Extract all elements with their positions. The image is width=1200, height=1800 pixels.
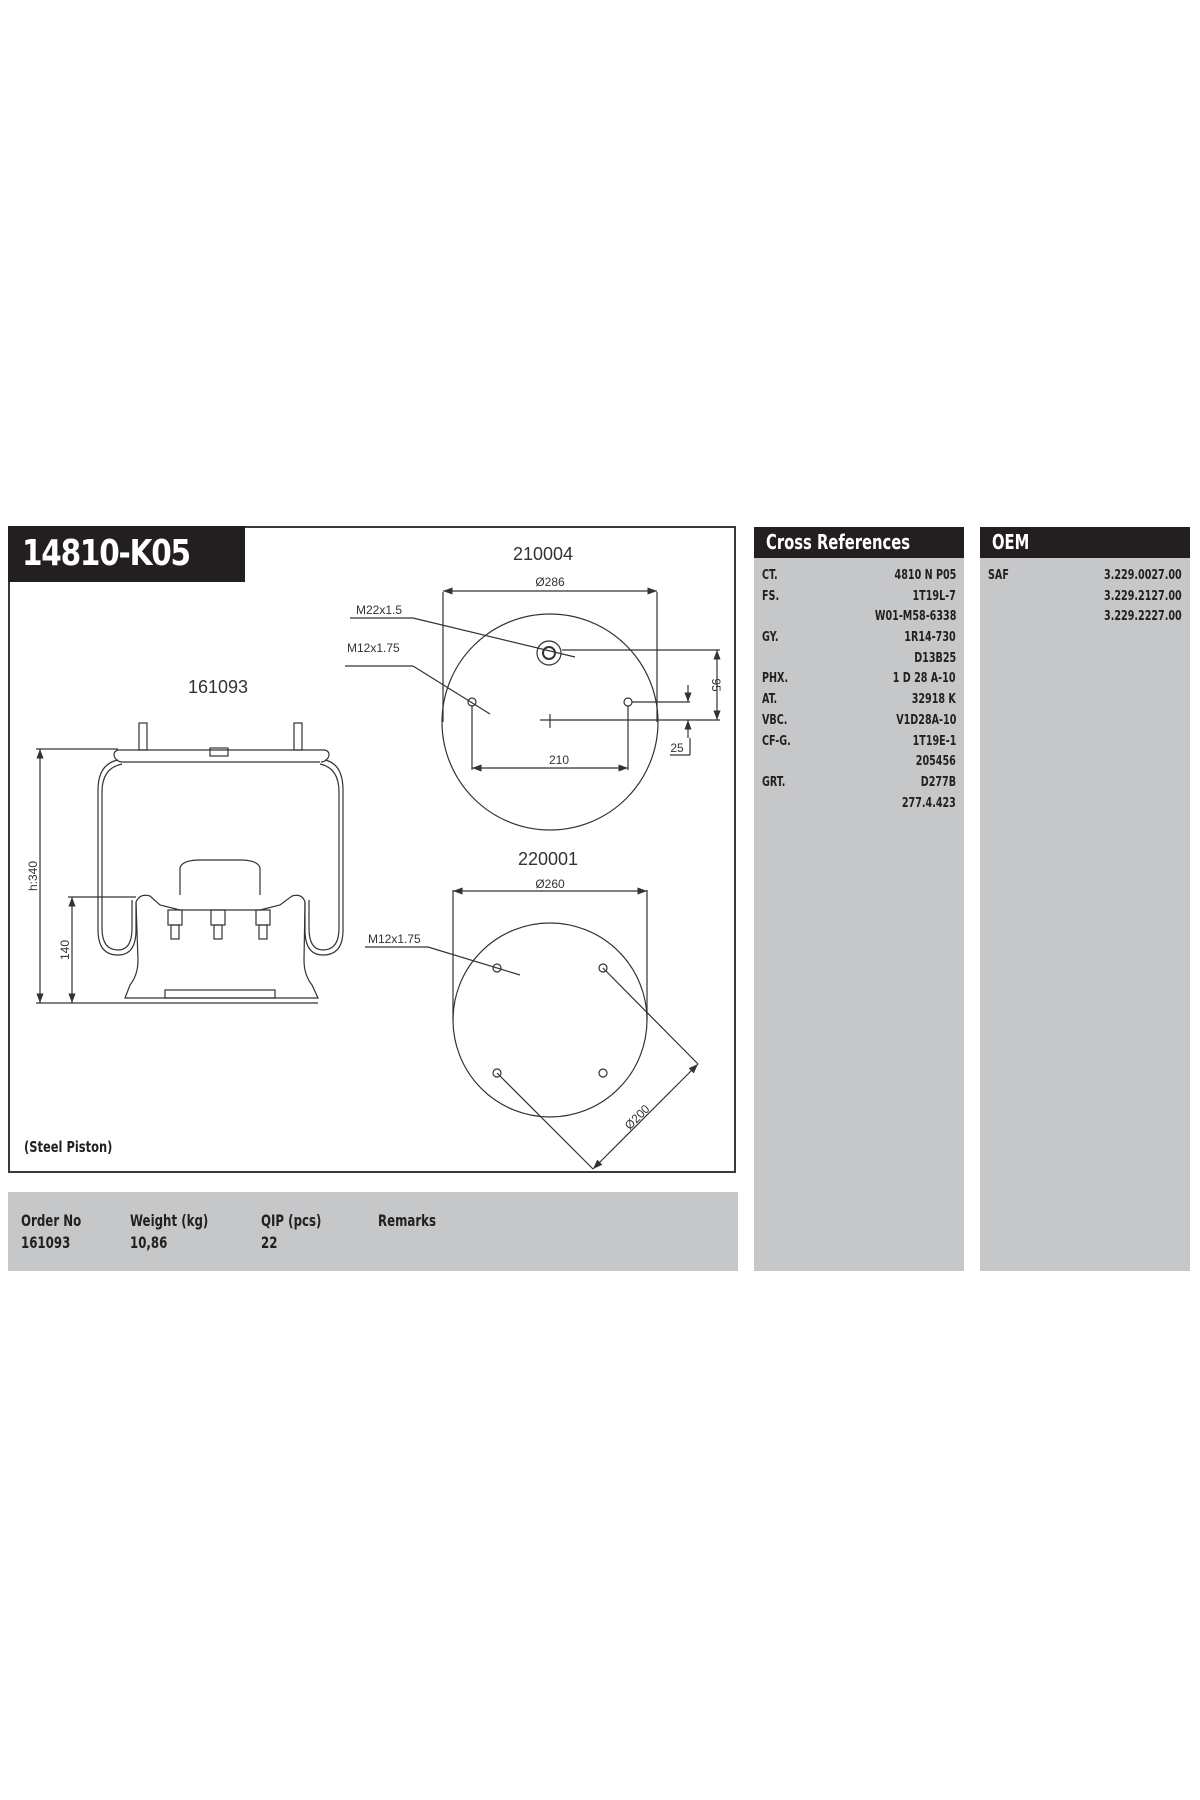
cross-references-panel: Cross References CT.4810 N P05 FS.1T19L-…: [754, 527, 964, 1271]
list-item: W01-M58-6338: [874, 609, 956, 625]
list-item: D13B25: [914, 650, 956, 666]
list-item: CF-G.1T19E-1: [762, 733, 956, 749]
spec-order-no: Order No 161093: [21, 1210, 94, 1254]
cross-references-header: Cross References: [754, 527, 964, 558]
list-item: 3.229.2227.00: [1104, 609, 1182, 625]
spec-header: QIP (pcs): [261, 1211, 322, 1230]
spec-header: Order No: [21, 1211, 82, 1230]
part-number-title: 14810-K05: [8, 526, 245, 582]
spec-value: 10,86: [130, 1233, 168, 1252]
spec-value: 161093: [21, 1233, 71, 1252]
spec-qip: QIP (pcs) 22: [261, 1210, 335, 1254]
cross-references-list: CT.4810 N P05 FS.1T19L-7 W01-M58-6338 GY…: [754, 558, 964, 814]
list-item: AT.32918 K: [762, 692, 956, 708]
list-item: CT.4810 N P05: [762, 568, 956, 583]
drawing-frame: [8, 526, 736, 1173]
list-item: VBC.V1D28A-10: [762, 712, 956, 728]
part-number: 14810-K05: [22, 533, 191, 574]
spec-weight: Weight (kg) 10,86: [130, 1210, 225, 1254]
spec-remarks: Remarks: [378, 1210, 449, 1232]
piston-note: (Steel Piston): [24, 1138, 113, 1156]
spec-header: Remarks: [378, 1211, 437, 1230]
list-item: GY.1R14-730: [762, 630, 956, 646]
list-item: 277.4.423: [901, 795, 956, 811]
spec-header: Weight (kg): [130, 1211, 209, 1230]
list-item: 205456: [915, 754, 956, 770]
spec-value: 22: [261, 1233, 278, 1252]
spec-bar: Order No 161093 Weight (kg) 10,86 QIP (p…: [8, 1192, 738, 1271]
list-item: GRT.D277B: [762, 774, 956, 790]
list-item: PHX.1 D 28 A-10: [762, 671, 956, 687]
list-item: 3.229.2127.00: [1104, 588, 1182, 604]
list-item: FS.1T19L-7: [762, 588, 956, 604]
oem-header: OEM: [980, 527, 1190, 558]
